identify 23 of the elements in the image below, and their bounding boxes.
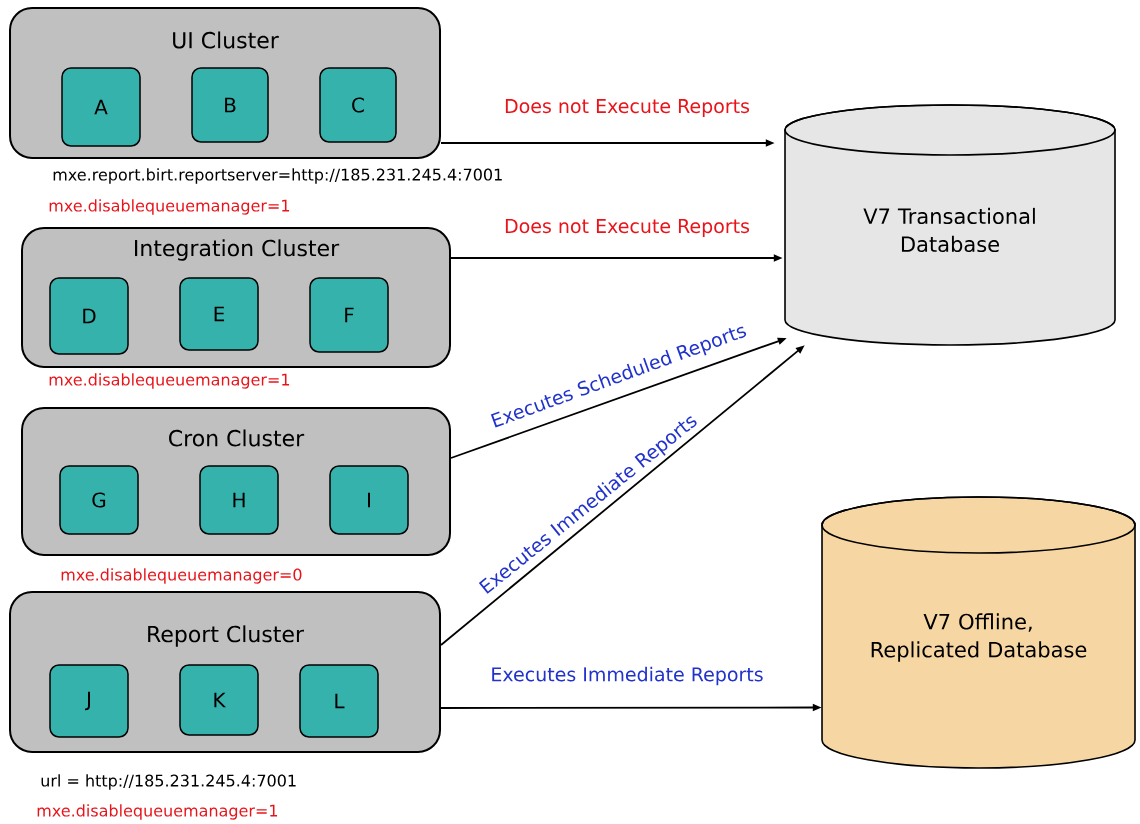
edge-label: Executes Immediate Reports (489, 665, 765, 687)
server-box: L (299, 664, 379, 738)
edge-label: Does not Execute Reports (503, 98, 751, 118)
server-box: J (49, 664, 129, 738)
property-text: mxe.disablequeuemanager=1 (49, 199, 290, 215)
server-box: F (309, 277, 389, 353)
server-box: K (179, 664, 259, 736)
property-text: mxe.disablequeuemanager=1 (37, 804, 278, 820)
server-box: G (59, 465, 139, 535)
edge-label: Does not Execute Reports (503, 218, 751, 238)
property-text: mxe.disablequeuemanager=0 (61, 568, 302, 584)
server-box: B (191, 67, 269, 143)
server-box: H (199, 465, 279, 535)
property-text: mxe.report.birt.reportserver=http://185.231.245.4:7001 (53, 168, 502, 184)
property-text: mxe.disablequeuemanager=1 (49, 373, 290, 389)
server-box: I (329, 465, 409, 535)
database-cylinder: V7 Transactional Database (784, 104, 1116, 346)
server-box: A (61, 67, 141, 147)
database-cylinder: V7 Offline, Replicated Database (821, 496, 1136, 769)
server-box: D (49, 277, 129, 355)
property-text: url = http://185.231.245.4:7001 (41, 774, 296, 790)
server-box: C (319, 67, 397, 143)
server-box: E (179, 277, 259, 351)
